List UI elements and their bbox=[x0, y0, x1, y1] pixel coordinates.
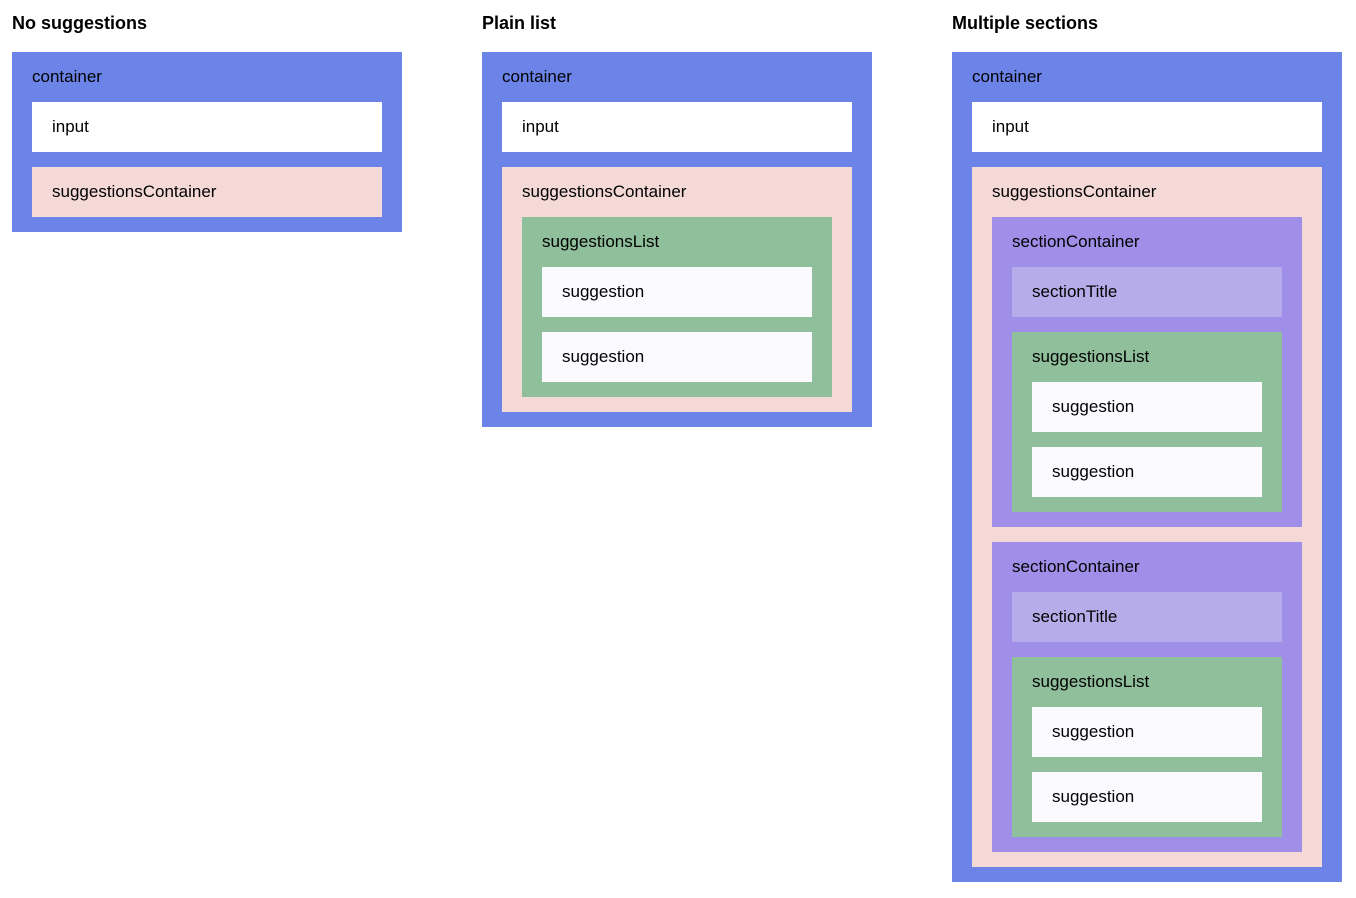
suggestion-box: suggestion bbox=[542, 267, 812, 317]
suggestions-list-label: suggestionsList bbox=[1032, 347, 1150, 366]
input-box: input bbox=[972, 102, 1322, 152]
example-heading: No suggestions bbox=[12, 13, 148, 33]
suggestions-list-box: suggestionsList suggestion suggestion bbox=[1012, 657, 1282, 837]
input-label: input bbox=[522, 117, 559, 136]
section-title-label: sectionTitle bbox=[1032, 607, 1118, 626]
suggestion-label: suggestion bbox=[1052, 397, 1135, 416]
container-box: container input suggestionsContainer bbox=[12, 52, 402, 232]
example-plain-list: Plain list container input suggestionsCo… bbox=[482, 10, 872, 427]
suggestions-list-label: suggestionsList bbox=[542, 232, 660, 251]
section-container-box: sectionContainer sectionTitle suggestion… bbox=[992, 542, 1302, 852]
section-title-box: sectionTitle bbox=[1012, 592, 1282, 642]
suggestions-container-label: suggestionsContainer bbox=[522, 182, 687, 201]
suggestion-box: suggestion bbox=[1032, 707, 1262, 757]
input-box: input bbox=[32, 102, 382, 152]
suggestions-list-box: suggestionsList suggestion suggestion bbox=[522, 217, 832, 397]
suggestion-label: suggestion bbox=[1052, 462, 1135, 481]
suggestions-container-box: suggestionsContainer sectionContainer se… bbox=[972, 167, 1322, 867]
container-label: container bbox=[972, 67, 1042, 86]
suggestion-box: suggestion bbox=[1032, 772, 1262, 822]
suggestions-container-box: suggestionsContainer bbox=[32, 167, 382, 217]
suggestion-box: suggestion bbox=[1032, 447, 1262, 497]
container-label: container bbox=[32, 67, 102, 86]
suggestion-label: suggestion bbox=[562, 282, 645, 301]
suggestion-box: suggestion bbox=[1032, 382, 1262, 432]
example-heading: Multiple sections bbox=[952, 13, 1099, 33]
input-label: input bbox=[52, 117, 89, 136]
example-heading: Plain list bbox=[482, 13, 557, 33]
section-title-label: sectionTitle bbox=[1032, 282, 1118, 301]
suggestions-container-label: suggestionsContainer bbox=[52, 182, 217, 201]
suggestion-box: suggestion bbox=[542, 332, 812, 382]
container-box: container input suggestionsContainer sec… bbox=[952, 52, 1342, 882]
example-multiple-sections: Multiple sections container input sugges… bbox=[952, 10, 1342, 882]
section-container-box: sectionContainer sectionTitle suggestion… bbox=[992, 217, 1302, 527]
example-no-suggestions: No suggestions container input suggestio… bbox=[12, 10, 402, 232]
suggestion-label: suggestion bbox=[1052, 722, 1135, 741]
section-container-label: sectionContainer bbox=[1012, 557, 1140, 576]
input-label: input bbox=[992, 117, 1029, 136]
container-label: container bbox=[502, 67, 572, 86]
suggestions-container-box: suggestionsContainer suggestionsList sug… bbox=[502, 167, 852, 412]
section-container-label: sectionContainer bbox=[1012, 232, 1140, 251]
suggestions-list-box: suggestionsList suggestion suggestion bbox=[1012, 332, 1282, 512]
suggestion-label: suggestion bbox=[562, 347, 645, 366]
suggestion-label: suggestion bbox=[1052, 787, 1135, 806]
section-title-box: sectionTitle bbox=[1012, 267, 1282, 317]
suggestions-list-label: suggestionsList bbox=[1032, 672, 1150, 691]
input-box: input bbox=[502, 102, 852, 152]
suggestions-container-label: suggestionsContainer bbox=[992, 182, 1157, 201]
container-box: container input suggestionsContainer sug… bbox=[482, 52, 872, 427]
